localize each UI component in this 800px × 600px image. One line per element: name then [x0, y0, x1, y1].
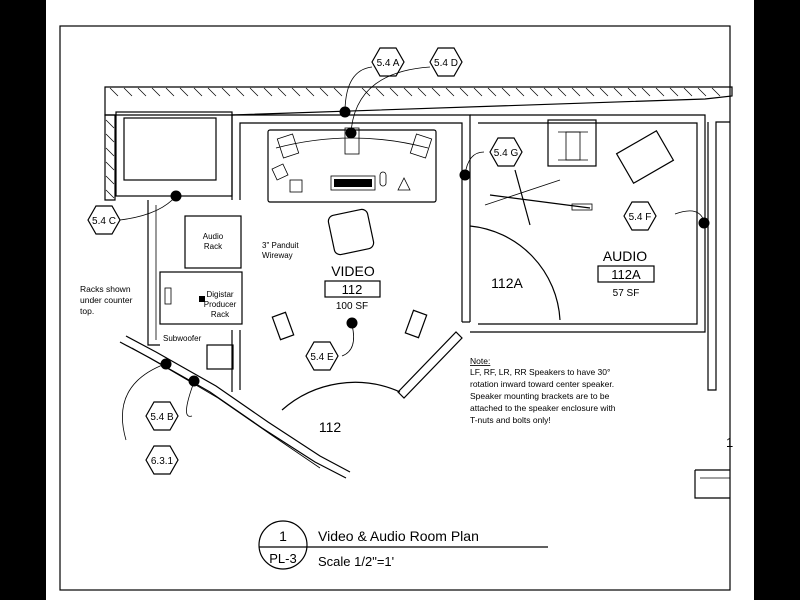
callout-5-4-a: 5.4 A [371, 47, 405, 77]
door-tag-112: 112 [319, 419, 342, 435]
svg-text:VIDEO: VIDEO [331, 263, 375, 279]
svg-text:5.4 B: 5.4 B [150, 412, 174, 423]
exterior-wall [104, 86, 733, 201]
svg-text:5.4 A: 5.4 A [377, 58, 400, 69]
callout-5-4-d: 5.4 D [429, 47, 463, 77]
speaker-note: Note: LF, RF, LR, RR Speakers to have 30… [470, 356, 616, 425]
callout-dots [160, 106, 710, 387]
svg-text:57 SF: 57 SF [613, 288, 640, 299]
callout-6-3-1: 6.3.1 [145, 445, 179, 475]
svg-text:Producer: Producer [204, 300, 237, 309]
svg-text:Audio: Audio [203, 232, 224, 241]
svg-text:5.4 C: 5.4 C [92, 216, 116, 227]
title-block: 1 PL-3 Video & Audio Room Plan Scale 1/2… [258, 520, 548, 570]
door-112a [469, 225, 561, 321]
svg-text:T-nuts and bolts only!: T-nuts and bolts only! [470, 415, 551, 425]
svg-text:Wireway: Wireway [262, 251, 293, 260]
svg-text:Rack: Rack [204, 242, 223, 251]
callout-5-4-b: 5.4 B [145, 401, 179, 431]
drawing-border [59, 25, 731, 591]
callout-5-4-f: 5.4 F [623, 201, 657, 231]
svg-text:LF, RF, LR, RR Speakers to hav: LF, RF, LR, RR Speakers to have 30° [470, 367, 610, 377]
angled-wall [119, 335, 351, 479]
audio-rack-label: Audio Rack [203, 232, 224, 251]
svg-text:Scale 1/2"=1': Scale 1/2"=1' [318, 554, 394, 569]
racks [159, 215, 243, 325]
door-tag-112a: 112A [491, 275, 523, 291]
racks-note-label: Racks shown under counter top. [80, 284, 133, 316]
svg-text:Racks shown: Racks shown [80, 284, 131, 294]
svg-text:5.4 F: 5.4 F [629, 212, 652, 223]
svg-text:Digistar: Digistar [206, 290, 233, 299]
mic-stand [484, 169, 593, 226]
svg-text:5.4 E: 5.4 E [310, 352, 334, 363]
callout-5-4-g: 5.4 G [489, 137, 523, 167]
panduit-label: 3" Panduit Wireway [262, 241, 299, 260]
adjacent-walls [694, 121, 730, 499]
room-tag-audio: AUDIO 112A 57 SF [597, 248, 655, 299]
svg-text:AUDIO: AUDIO [603, 248, 647, 264]
svg-text:6.3.1: 6.3.1 [151, 456, 174, 467]
drawing-sheet: 5.4 A 5.4 D 5.4 C 5.4 G 5.4 F 5.4 E 5.4 … [46, 0, 754, 600]
svg-text:5.4 G: 5.4 G [494, 148, 519, 159]
svg-text:100 SF: 100 SF [336, 301, 368, 312]
chairs [327, 129, 675, 256]
room-tag-video: VIDEO 112 100 SF [324, 263, 381, 312]
svg-text:top.: top. [80, 306, 94, 316]
callout-5-4-e: 5.4 E [305, 341, 339, 371]
svg-text:3" Panduit: 3" Panduit [262, 241, 299, 250]
svg-text:attached to the speaker enclos: attached to the speaker enclosure with [470, 403, 616, 413]
floor-plan: 5.4 A 5.4 D 5.4 C 5.4 G 5.4 F 5.4 E 5.4 … [59, 25, 733, 591]
svg-text:rotation inward toward center: rotation inward toward center speaker. [470, 379, 614, 389]
wall-cabinet [115, 111, 233, 197]
callout-5-4-c: 5.4 C [87, 205, 121, 235]
svg-text:PL-3: PL-3 [269, 551, 296, 566]
svg-text:112: 112 [342, 282, 363, 297]
door-112 [281, 331, 463, 411]
svg-text:Video & Audio Room Plan: Video & Audio Room Plan [318, 528, 479, 544]
svg-text:112A: 112A [611, 267, 641, 282]
svg-text:under counter: under counter [80, 295, 133, 305]
edge-character: 1 [726, 435, 733, 450]
console-desk [267, 127, 437, 203]
digistar-rack-label: Digistar Producer Rack [204, 290, 237, 319]
subwoofer-label: Subwoofer [163, 334, 202, 343]
speakers [206, 309, 428, 370]
svg-text:Speaker mounting brackets are: Speaker mounting brackets are to be [470, 391, 610, 401]
svg-text:Note:: Note: [470, 356, 490, 366]
svg-text:1: 1 [279, 528, 287, 544]
svg-text:5.4 D: 5.4 D [434, 58, 458, 69]
svg-text:Rack: Rack [211, 310, 230, 319]
